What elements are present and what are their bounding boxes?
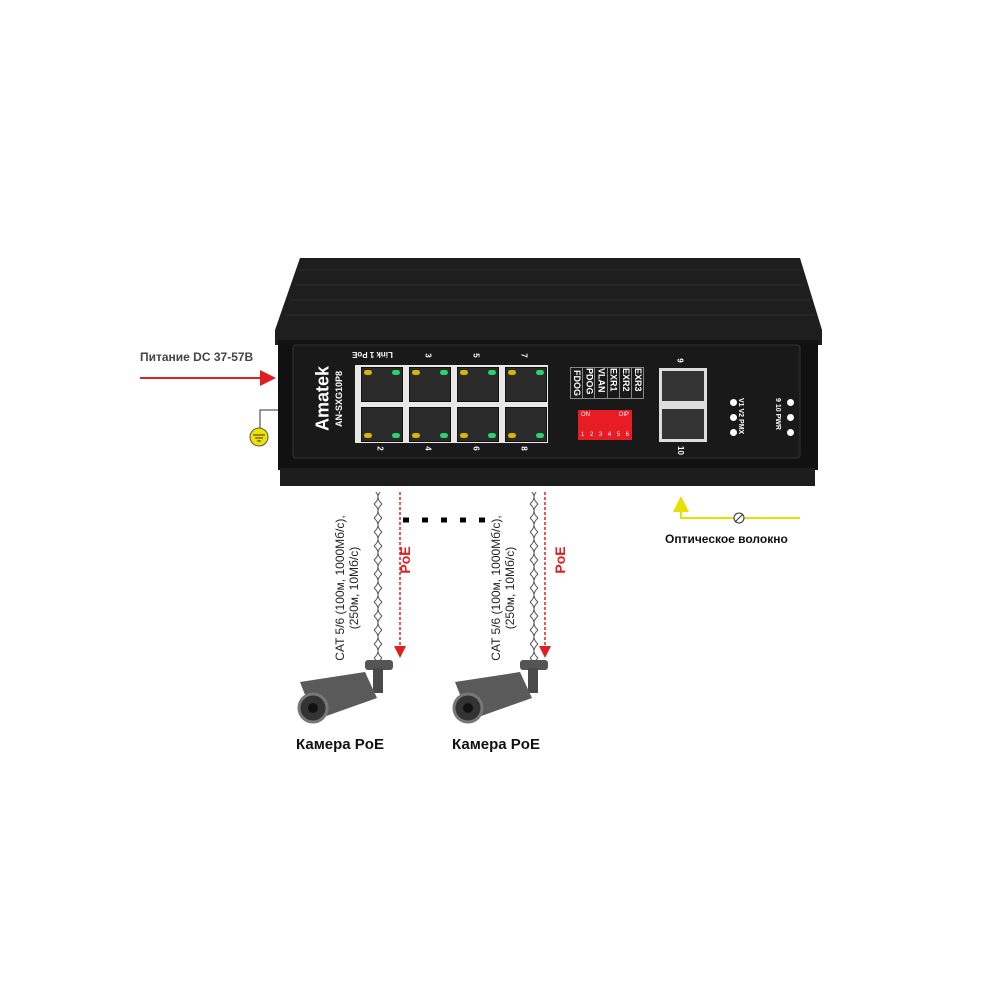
dip-number: 5	[616, 432, 621, 438]
port-number: 7	[519, 353, 529, 358]
rj45-port-block	[355, 365, 548, 443]
led-label: V1	[737, 398, 744, 407]
ground-wire	[259, 409, 285, 428]
dip-label: EXR2	[620, 368, 632, 398]
cable-spec-2: CAT 5/6 (100м, 1000Мб/с), (250м, 10Мб/с)	[489, 503, 517, 673]
sfp-port-9[interactable]	[662, 371, 704, 401]
rj45-port-3[interactable]	[409, 367, 451, 402]
led-v1	[730, 399, 737, 406]
cable-spec-line: CAT 5/6 (100м, 1000Мб/с),	[489, 515, 503, 661]
rj45-port-5[interactable]	[457, 367, 499, 402]
led-pmx	[730, 429, 737, 436]
port-number: 6	[471, 446, 481, 451]
cable-twisted-1	[372, 492, 384, 660]
dip-label: VLAN	[595, 368, 608, 398]
camera-label-2: Камера PoE	[452, 736, 540, 753]
port-number: 4	[423, 446, 433, 451]
rj45-port-8[interactable]	[505, 407, 547, 442]
sfp-number: 9	[675, 358, 685, 363]
port-number: 5	[471, 353, 481, 358]
led-labels-left: V1 V2 PMX	[736, 398, 744, 434]
dip-label: FDOG	[572, 368, 584, 398]
fiber-connector-icon	[733, 512, 745, 524]
rj45-port-6[interactable]	[457, 407, 499, 442]
dip-number: 4	[607, 432, 612, 438]
port-number: 8	[519, 446, 529, 451]
switch-top	[275, 258, 822, 345]
poe-label-2: PoE	[552, 546, 568, 574]
cable-spec-line: (250м, 10Мб/с)	[347, 546, 361, 630]
led-label: V2	[737, 408, 744, 418]
brand-logo: Amatek	[312, 365, 333, 432]
led-label: 10	[774, 403, 781, 412]
dip-title: DIP	[618, 412, 629, 418]
camera-icon-1	[297, 660, 393, 724]
led-v2	[730, 414, 737, 421]
dip-number: 2	[589, 432, 594, 438]
led-pwr	[787, 429, 794, 436]
dip-on-label: ON	[581, 412, 590, 418]
dip-label: EXR1	[608, 368, 620, 398]
ground-icon	[249, 427, 269, 447]
poe-label-1: PoE	[397, 546, 413, 574]
cable-spec-line: CAT 5/6 (100м, 1000Мб/с),	[333, 515, 347, 661]
dip-number: 3	[598, 432, 603, 438]
power-label: Питание DC 37-57В	[140, 350, 254, 364]
dip-function-labels: FDOG PDOG VLAN EXR1 EXR2 EXR3	[570, 367, 644, 399]
rj45-port-4[interactable]	[409, 407, 451, 442]
sfp-port-10[interactable]	[662, 409, 704, 439]
rj45-port-2[interactable]	[361, 407, 403, 442]
rj45-port-7[interactable]	[505, 367, 547, 402]
sfp-number: 10	[675, 446, 685, 455]
port-number: 2	[375, 446, 385, 451]
camera-icon-2	[452, 660, 548, 724]
port-number: 3	[423, 353, 433, 358]
rj45-port-1[interactable]	[361, 367, 403, 402]
fiber-line	[673, 496, 800, 519]
sfp-port-block	[659, 368, 707, 442]
led-labels-right: 9 10 PWR	[773, 398, 781, 430]
dip-number: 1	[581, 432, 585, 438]
led-label: PWR	[774, 413, 781, 430]
cable-twisted-2	[527, 492, 539, 660]
cable-spec-1: CAT 5/6 (100м, 1000Мб/с), (250м, 10Мб/с)	[333, 503, 361, 673]
dip-label: PDOG	[583, 368, 596, 398]
led-label: 9	[774, 398, 781, 402]
cable-spec-line: (250м, 10Мб/с)	[503, 546, 517, 630]
switch-bottom	[280, 468, 815, 486]
camera-label-1: Камера PoE	[296, 736, 384, 753]
led-10	[787, 414, 794, 421]
dip-number: 6	[625, 432, 629, 438]
led-label: PMX	[737, 419, 744, 435]
fiber-label: Оптическое волокно	[665, 532, 788, 546]
port-header-label: Link 1 PoE	[352, 350, 393, 359]
led-9	[787, 399, 794, 406]
model-name: AN-SXG10P8	[334, 370, 344, 428]
dip-label: EXR3	[633, 368, 644, 392]
